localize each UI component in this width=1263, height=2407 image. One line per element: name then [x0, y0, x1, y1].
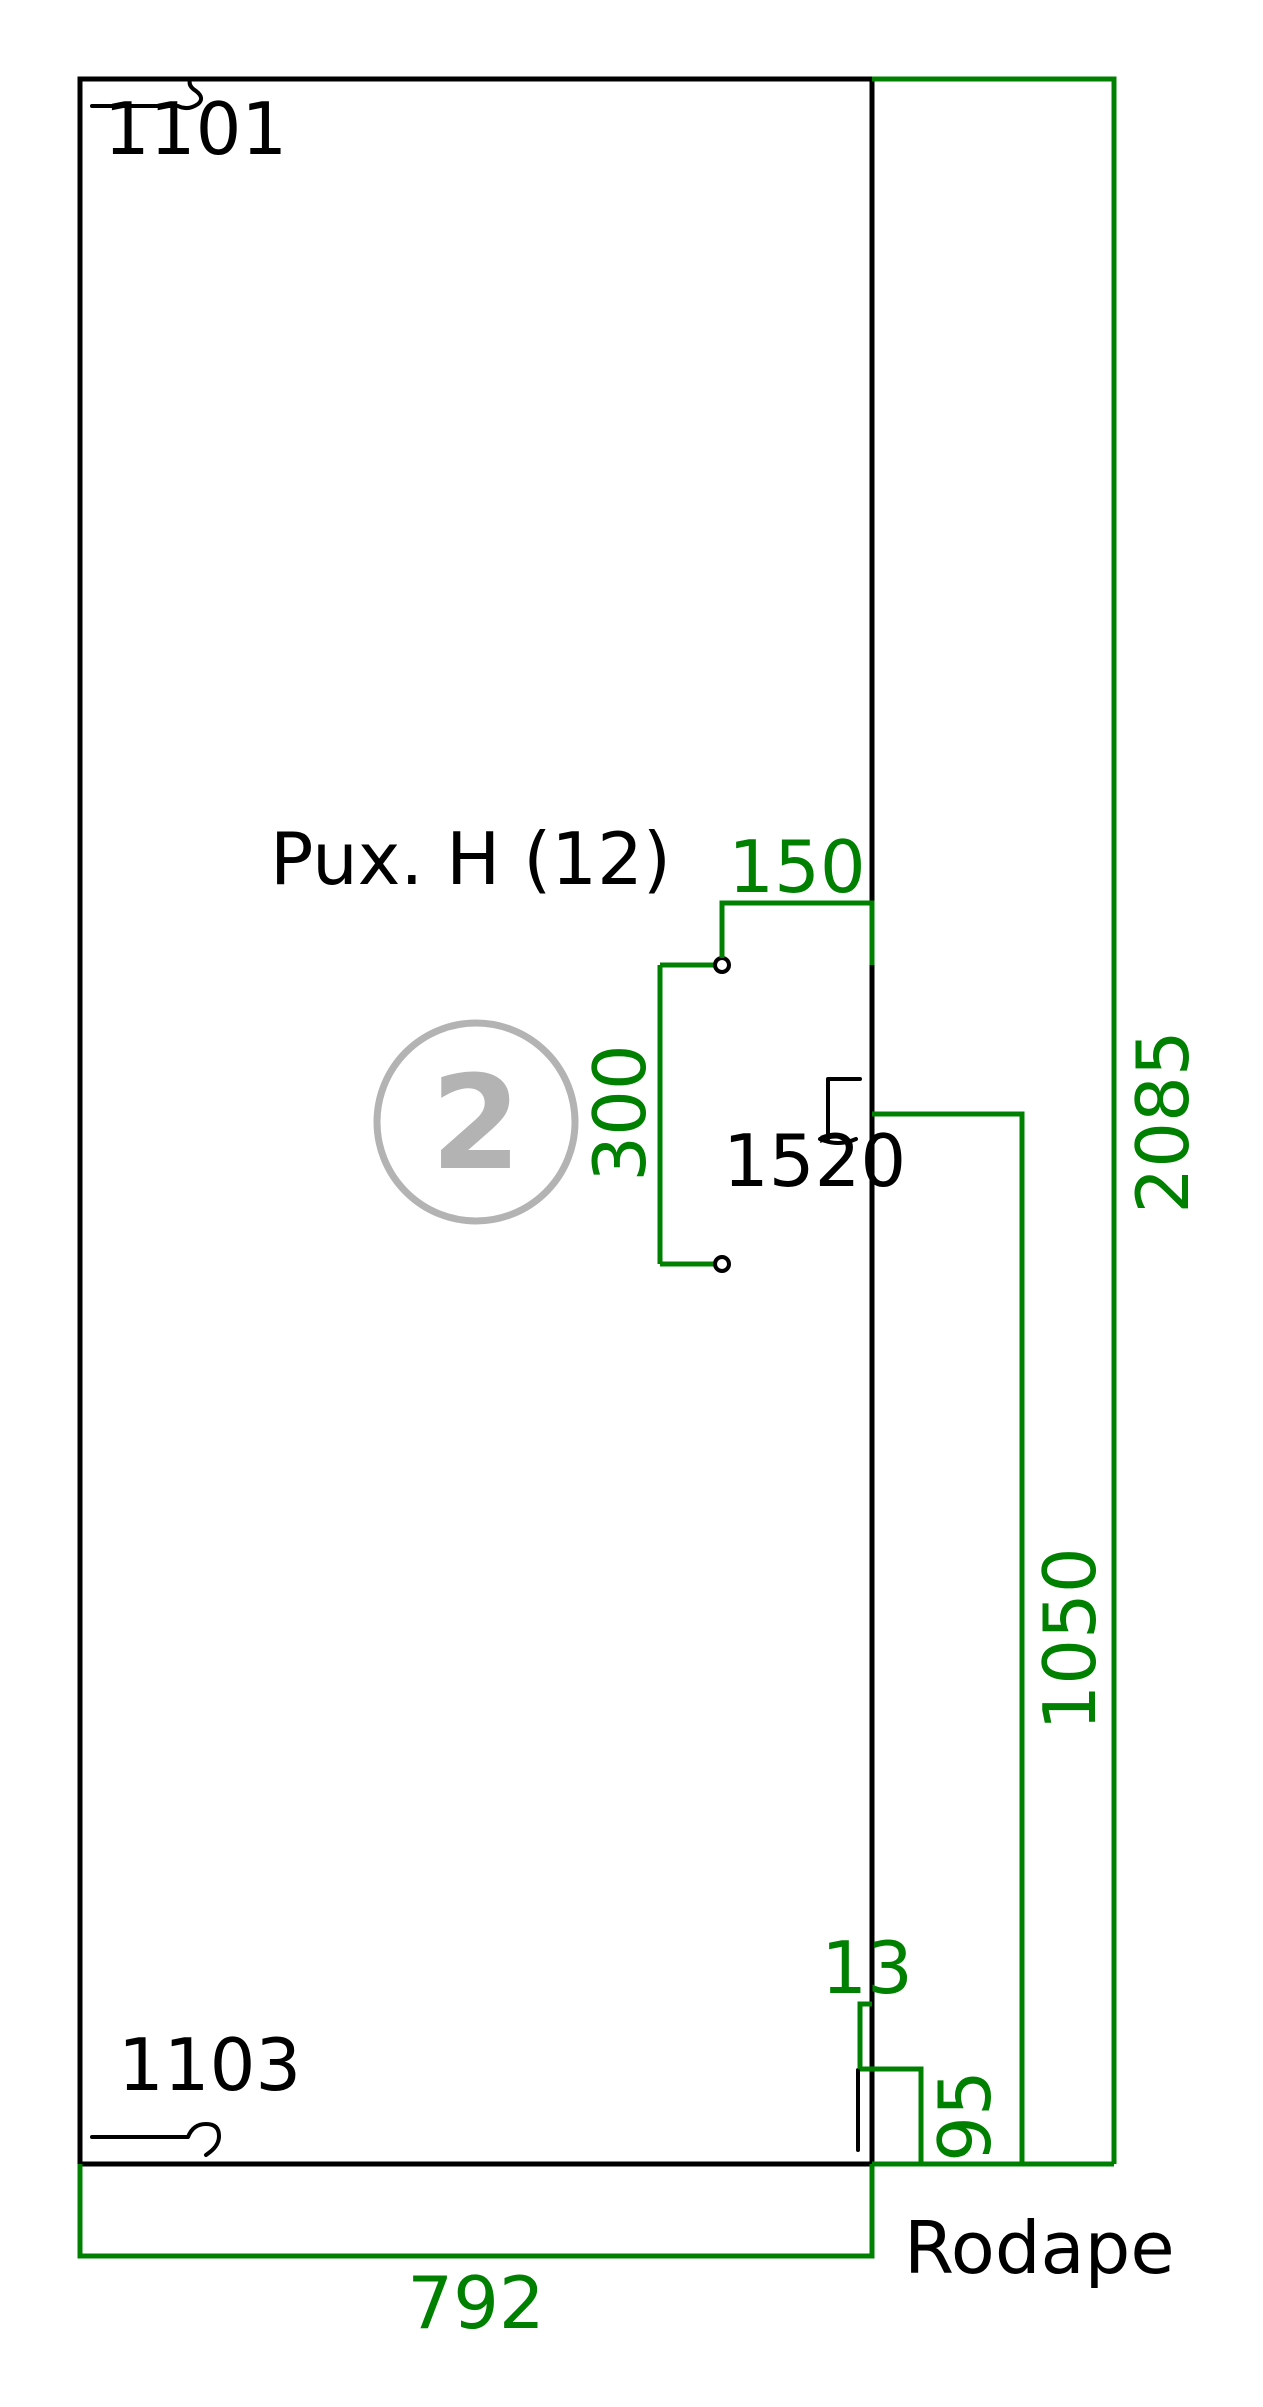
edge-banding-bottom-icon — [90, 2122, 221, 2157]
edge-bottom-label: 1103 — [118, 2023, 301, 2107]
dimension-plinth-thickness: 13 — [821, 1926, 913, 2069]
panel-outline — [77, 76, 875, 2167]
dimension-plinth-height: 95 — [860, 2066, 1007, 2164]
width-label: 792 — [407, 2261, 544, 2345]
hinge-icon — [818, 1077, 862, 1145]
handle-spacing-label: 300 — [578, 1044, 662, 1181]
hardware-label: Pux. H (12) — [270, 817, 671, 901]
panel-number-badge: 2 — [373, 1019, 579, 1225]
height-label: 2085 — [1121, 1030, 1205, 1213]
plinth-label: Rodape — [904, 2206, 1175, 2290]
edge-banding-top-icon — [90, 78, 203, 111]
dimension-handle-spacing: 300 — [578, 956, 731, 1273]
hardware-code-label: 1520 — [723, 1119, 906, 1203]
hinge-height-label: 1050 — [1028, 1547, 1112, 1730]
plinth-height-label: 95 — [923, 2070, 1007, 2162]
handle-hole-top — [713, 956, 731, 974]
panel-number: 2 — [431, 1047, 521, 1199]
dimension-width: 792 — [77, 2164, 875, 2345]
plinth-thickness-label: 13 — [821, 1926, 913, 2010]
handle-hole-bottom — [713, 1255, 731, 1273]
dimension-handle-offset: 150 — [719, 825, 875, 965]
dimension-height: 2085 — [872, 76, 1205, 2164]
dimension-hinge-height: 1050 — [872, 1111, 1112, 2164]
edge-top-label: 1101 — [104, 87, 287, 171]
handle-offset-label: 150 — [728, 825, 865, 909]
